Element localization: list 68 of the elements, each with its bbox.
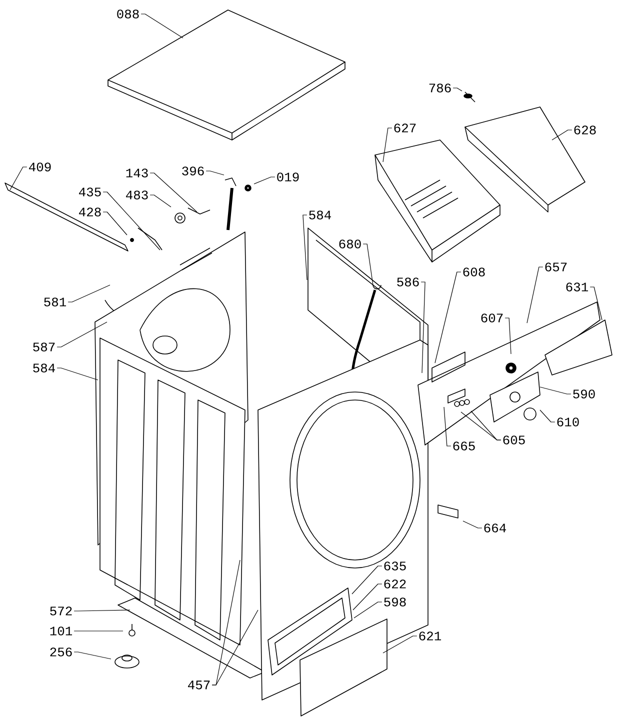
- callout-number: 631: [566, 282, 588, 292]
- leader-line: [10, 166, 28, 190]
- callout-number: 587: [33, 342, 55, 352]
- leader-line: [504, 318, 512, 354]
- leader-line: [212, 610, 258, 686]
- callout-number: 584: [33, 364, 55, 372]
- leader-line: [540, 410, 556, 422]
- leader-line: [206, 170, 224, 176]
- callout-number: 143: [126, 168, 148, 178]
- leader-line: [540, 386, 572, 394]
- callout-number: 622: [384, 580, 406, 588]
- leader-line: [352, 566, 382, 594]
- callout-number: 664: [484, 524, 506, 532]
- leader-line: [362, 244, 374, 286]
- callout-number: 590: [573, 390, 595, 398]
- leader-line: [56, 322, 108, 348]
- leader-line: [552, 130, 572, 140]
- callout-number: 598: [384, 598, 406, 606]
- callout-number: 019: [277, 172, 299, 182]
- leader-line: [102, 192, 160, 250]
- callout-number: 665: [453, 442, 475, 450]
- leader-line: [382, 636, 418, 654]
- callout-number: 428: [79, 208, 101, 216]
- callout-number: 581: [44, 298, 66, 306]
- leader-line: [68, 284, 110, 302]
- callout-number: 483: [126, 190, 148, 200]
- leader-line: [470, 410, 502, 440]
- callout-number: 607: [481, 314, 503, 322]
- callout-number: 435: [79, 188, 101, 196]
- callout-number: 256: [50, 648, 72, 656]
- callout-number: 409: [29, 162, 51, 172]
- leader-line: [526, 266, 544, 324]
- leader-line: [434, 272, 462, 364]
- leader-line: [254, 176, 276, 184]
- callout-number: 680: [339, 240, 361, 248]
- callout-number: 621: [419, 632, 442, 640]
- callout-number: 628: [574, 126, 596, 134]
- callout-number: 088: [117, 10, 139, 18]
- leader-line: [74, 610, 130, 612]
- leader-line: [102, 212, 128, 236]
- callout-number: 608: [463, 268, 485, 276]
- leader-line: [352, 584, 382, 610]
- leader-line: [150, 194, 172, 208]
- callout-number: 572: [50, 606, 72, 616]
- leader-line: [444, 406, 452, 446]
- callout-number: 584: [309, 210, 331, 220]
- leader-line: [590, 286, 602, 320]
- leader-line: [354, 602, 382, 618]
- callout-number: 605: [503, 436, 525, 444]
- leader-line: [302, 214, 308, 280]
- callout-number: 101: [50, 626, 72, 636]
- leader-line: [420, 282, 426, 374]
- callout-number: 457: [188, 680, 210, 690]
- leader-line: [452, 88, 462, 92]
- callout-number: 610: [557, 418, 579, 426]
- callout-number: 396: [182, 166, 204, 176]
- callout-number: 786: [429, 84, 451, 92]
- callout-number: 627: [394, 124, 416, 132]
- leader-line: [462, 520, 482, 528]
- callout-number: 586: [397, 278, 419, 286]
- callout-number: 657: [545, 262, 567, 272]
- leader-line: [150, 172, 198, 212]
- leader-line: [74, 630, 124, 632]
- leader-line: [74, 652, 112, 660]
- leader-line: [382, 128, 392, 162]
- leader-line: [140, 14, 184, 38]
- leader-line: [56, 368, 98, 380]
- callout-number: 635: [384, 562, 406, 570]
